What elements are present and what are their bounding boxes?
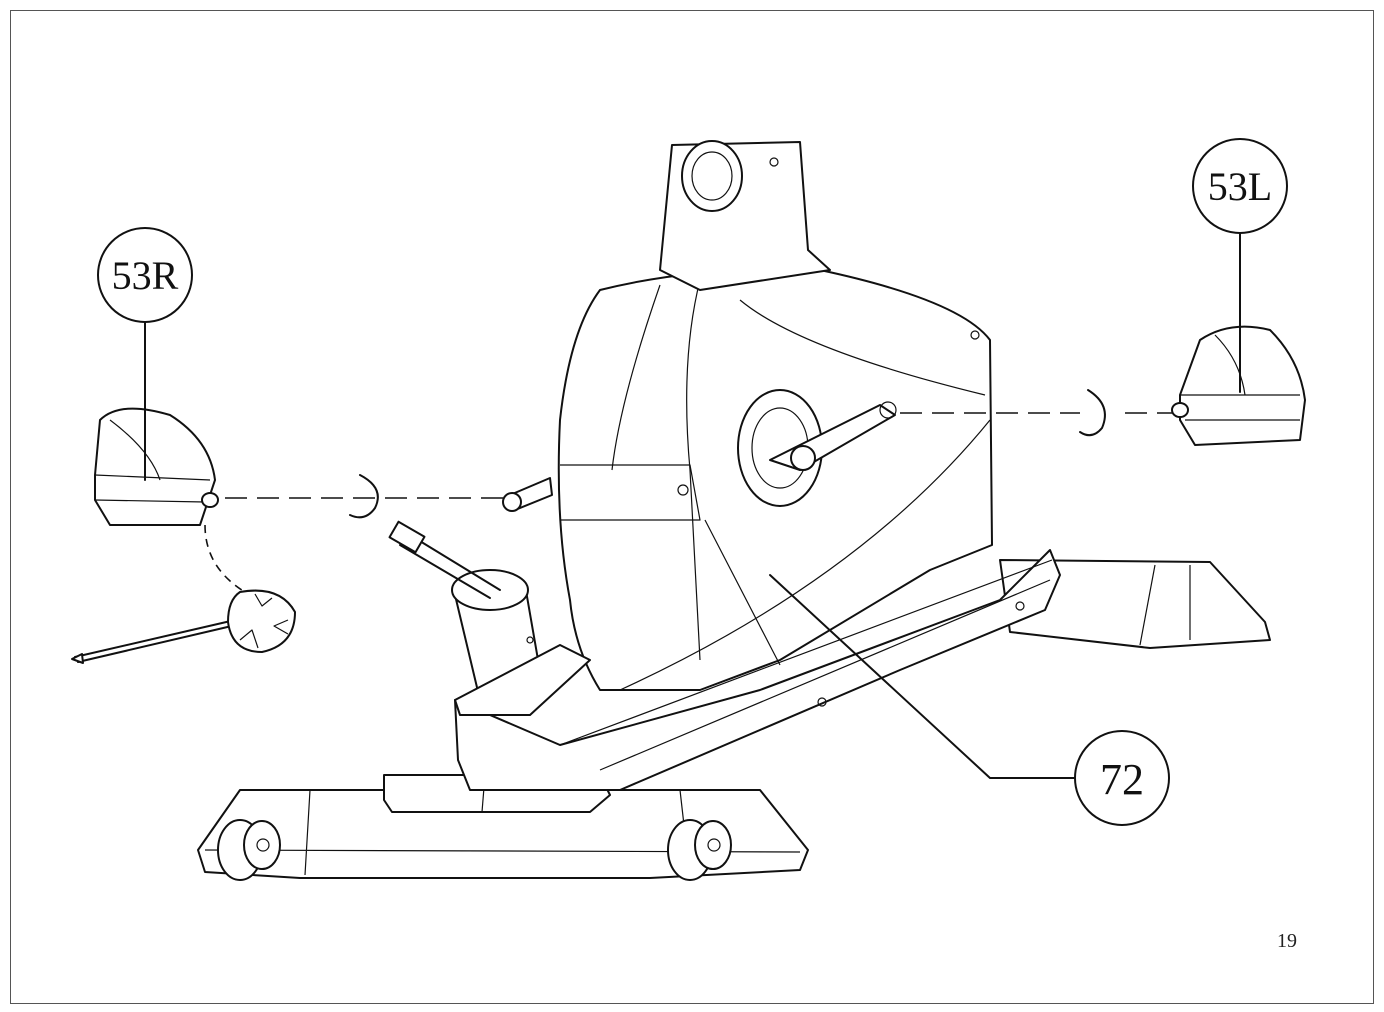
leader-72: [769, 574, 1076, 779]
rear-stabilizer: [999, 559, 1271, 649]
crank-arm-left: [502, 477, 553, 512]
front-wheel-left: [217, 819, 281, 881]
crank-arm-right: [769, 401, 897, 471]
page-number: 19: [1277, 930, 1297, 952]
callout-53L-label: 53L: [1208, 164, 1272, 209]
callout-53R-label: 53R: [112, 253, 179, 298]
console-mast: [659, 140, 831, 291]
callout-53L: 53L: [1192, 138, 1288, 234]
front-wheel-right: [667, 819, 732, 881]
assembly-line-wrench: [204, 524, 251, 596]
clip-ring-right: [349, 474, 379, 519]
pedal-left: [1171, 325, 1306, 446]
pedal-wrench-tool: [71, 589, 296, 664]
callout-72: 72: [1074, 730, 1170, 826]
seat-post-tube: [388, 520, 591, 716]
page-frame: [10, 10, 1374, 1004]
pedal-right: [94, 407, 219, 526]
callout-72-label: 72: [1100, 755, 1144, 804]
callout-53R: 53R: [97, 227, 193, 323]
main-beam: [454, 549, 1061, 791]
clip-ring-left: [1079, 389, 1106, 437]
